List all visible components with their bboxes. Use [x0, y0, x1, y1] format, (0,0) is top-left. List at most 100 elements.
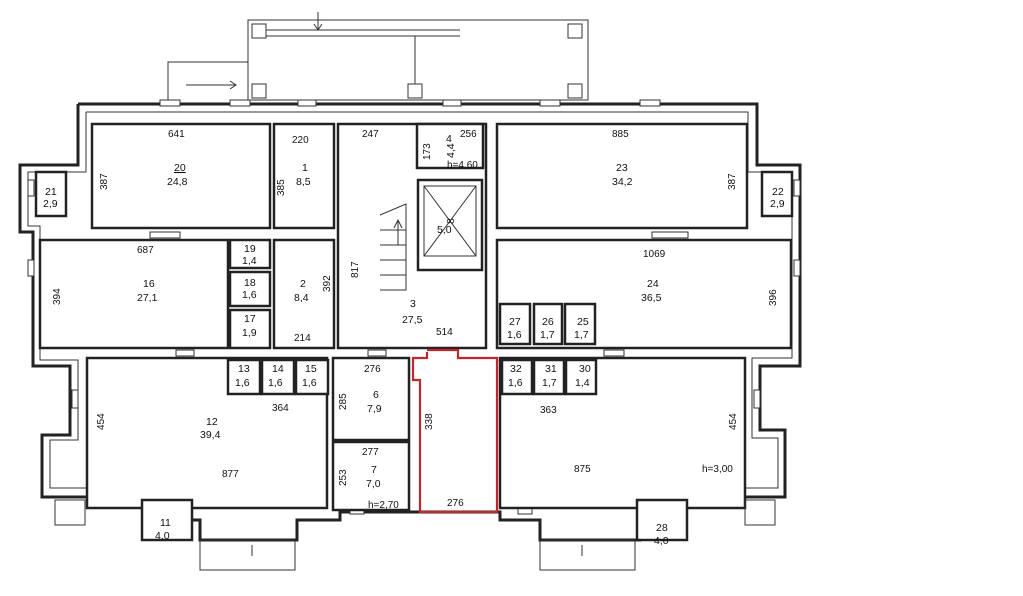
right-low-width: 875	[574, 464, 591, 475]
room-13	[226, 358, 262, 396]
highlight-width: 276	[447, 498, 464, 509]
room-6-width: 276	[364, 364, 381, 375]
room-19-area: 1,4	[242, 255, 257, 267]
room-28	[635, 498, 689, 542]
room-26	[532, 302, 564, 346]
labels: 641 20 24,8 387 220 1 8,5 385 247 4 4,4 …	[43, 129, 785, 547]
room-7-height: 253	[338, 469, 349, 486]
room-2-id: 2	[300, 278, 306, 290]
room-24-height: 396	[768, 289, 779, 306]
room-12-area: 39,4	[200, 429, 221, 441]
room-18-id: 18	[244, 277, 256, 289]
room-7-ceiling: h=2,70	[368, 500, 399, 511]
room-23	[495, 122, 749, 230]
room-24-id: 24	[647, 278, 659, 290]
room-16-id: 16	[143, 278, 155, 290]
room-6-area: 7,9	[367, 403, 382, 415]
room-20-area: 24,8	[167, 176, 188, 188]
room-31	[532, 358, 566, 396]
room-20-width: 641	[168, 129, 185, 140]
room-2	[272, 238, 336, 350]
room-31-id: 31	[545, 363, 557, 375]
room-30-id: 30	[579, 363, 591, 375]
room-27-area: 1,6	[507, 329, 522, 341]
right-low-width2: 363	[540, 405, 557, 416]
room-19-id: 19	[244, 243, 256, 255]
room-15-area: 1,6	[302, 377, 317, 389]
highlight-height: 338	[424, 413, 435, 430]
room-22-area: 2,9	[770, 198, 785, 210]
room-12-width2: 364	[272, 403, 289, 414]
room-4-height: 173	[422, 143, 433, 160]
room-1-width: 220	[292, 135, 309, 146]
room-4-width: 256	[460, 129, 477, 140]
room-20-id: 20	[174, 162, 186, 174]
room-25-area: 1,7	[574, 329, 589, 341]
room-22	[760, 170, 794, 218]
room-31-area: 1,7	[542, 377, 557, 389]
room-21-area: 2,9	[43, 198, 58, 210]
room-17-id: 17	[244, 313, 256, 325]
room-2-area: 8,4	[294, 292, 309, 304]
room-23-id: 23	[616, 162, 628, 174]
room-24-area: 36,5	[641, 292, 662, 304]
room-8-area: 5,0	[437, 224, 452, 236]
room-15-id: 15	[305, 363, 317, 375]
room-18-area: 1,6	[242, 289, 257, 301]
room-28-area: 4,0	[654, 535, 669, 547]
room-3-width2: 514	[436, 327, 453, 338]
room-17-area: 1,9	[242, 327, 257, 339]
room-14-area: 1,6	[268, 377, 283, 389]
room-3-height: 817	[350, 261, 361, 278]
room-4-ceiling: h=4,60	[447, 160, 478, 171]
room-3-id: 3	[410, 298, 416, 310]
room-12-width: 877	[222, 469, 239, 480]
room-16-area: 27,1	[137, 292, 158, 304]
room-6	[331, 356, 411, 442]
room-25-id: 25	[577, 316, 589, 328]
room-19	[228, 238, 272, 270]
staircase	[379, 178, 484, 291]
room-1-area: 8,5	[296, 176, 311, 188]
room-7-id: 7	[371, 464, 377, 476]
room-7-area: 7,0	[366, 478, 381, 490]
room-27-id: 27	[509, 316, 521, 328]
room-3-area: 27,5	[402, 314, 423, 326]
room-11-area: 4,0	[155, 530, 170, 542]
room-27	[498, 302, 532, 346]
room-6-height: 285	[338, 393, 349, 410]
room-20-height: 387	[99, 173, 110, 190]
room-26-area: 1,7	[540, 329, 555, 341]
room-13-id: 13	[238, 363, 250, 375]
room-21	[34, 170, 68, 218]
room-6-id: 6	[373, 389, 379, 401]
room-15	[294, 358, 330, 396]
room-18	[228, 270, 272, 308]
room-24-width: 1069	[643, 249, 666, 260]
room-25	[563, 302, 597, 346]
right-low-height: 454	[728, 413, 739, 430]
room-8-id: 8	[445, 218, 457, 224]
room-23-area: 34,2	[612, 176, 633, 188]
room-7-width: 277	[362, 447, 379, 458]
room-30	[564, 358, 598, 396]
room-11	[140, 498, 194, 542]
room-7	[331, 440, 411, 512]
room-16-height: 394	[52, 288, 63, 305]
entrance-steps	[54, 499, 776, 571]
room-28-id: 28	[656, 522, 668, 534]
room-32-id: 32	[510, 363, 522, 375]
room-12-id: 12	[206, 416, 218, 428]
room-2-height: 392	[322, 275, 333, 292]
room-16	[38, 238, 230, 350]
room-13-area: 1,6	[235, 377, 250, 389]
room-17	[228, 308, 272, 350]
room-21-id: 21	[45, 186, 57, 198]
room-14	[260, 358, 296, 396]
room-3-width: 247	[362, 129, 379, 140]
room-16-width: 687	[137, 245, 154, 256]
room-20	[90, 122, 272, 230]
rooms	[34, 122, 794, 542]
room-32	[500, 358, 534, 396]
